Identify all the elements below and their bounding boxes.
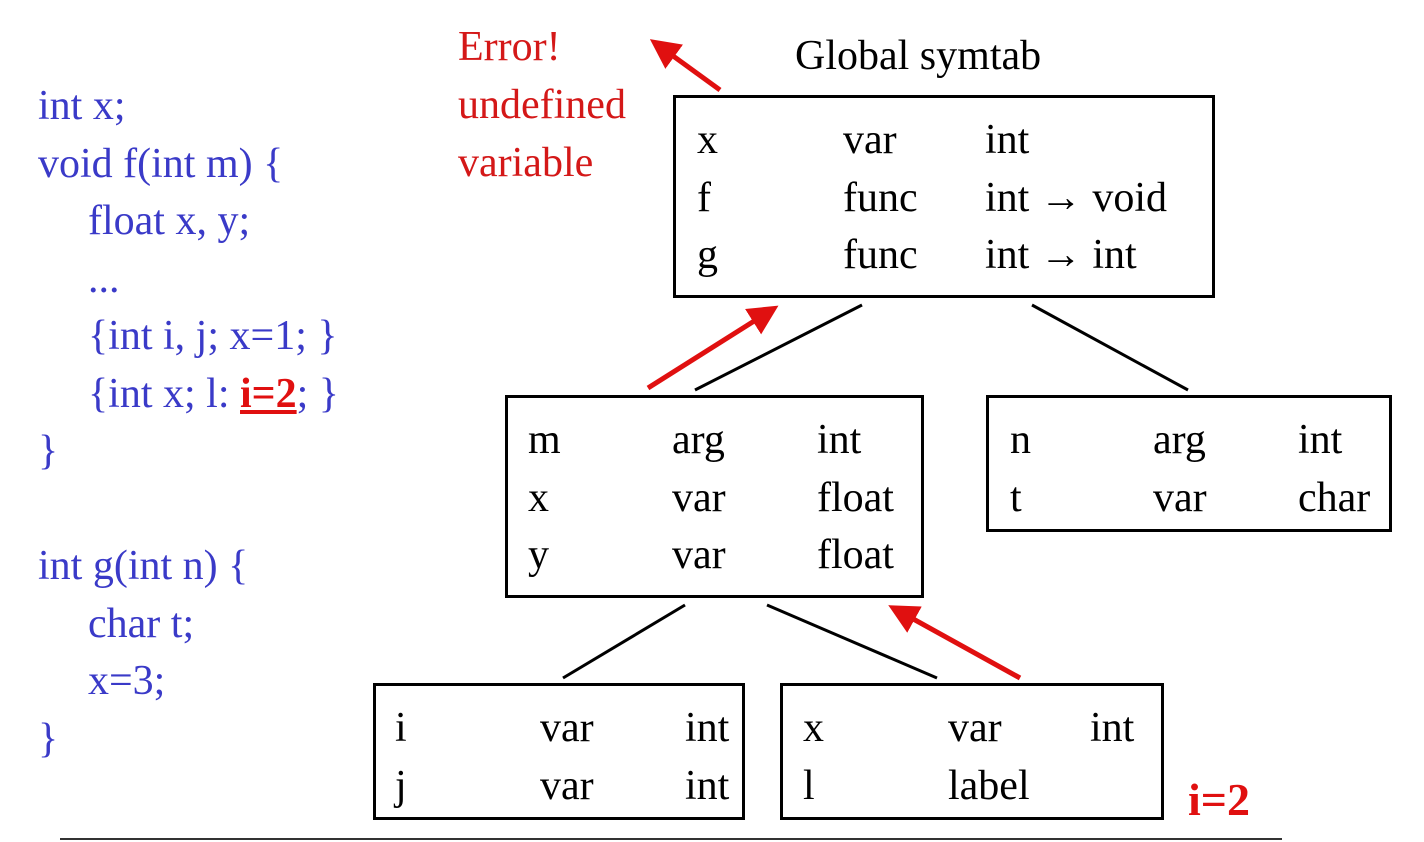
symbol-name: n — [1010, 417, 1031, 463]
symbol-kind: var — [672, 474, 726, 521]
code-line: void f(int m) { — [38, 140, 284, 187]
code-line: int g(int n) { — [38, 543, 249, 589]
symtab-row: t var char — [989, 469, 1389, 527]
source-code: int x; void f(int m) { float x, y; ... {… — [38, 78, 339, 768]
lookup-arrow-to-error — [649, 39, 722, 93]
symbol-kind: var — [843, 117, 897, 163]
symbol-name: x — [697, 117, 718, 163]
symbol-name: g — [697, 232, 718, 278]
divider — [60, 838, 1282, 840]
symbol-type: float — [817, 474, 894, 521]
edge-global-g — [1031, 303, 1189, 392]
symtab-block2: x var int l label — [780, 683, 1164, 820]
symbol-kind: var — [948, 705, 1002, 751]
code-line: float x, y; — [88, 198, 251, 244]
symbol-type: int — [685, 762, 730, 809]
error-line: variable — [458, 140, 594, 186]
symtab-block1: i var int j var int — [373, 683, 745, 820]
symtab-row: f func int → void — [676, 169, 1212, 227]
error-line: undefined — [458, 82, 626, 128]
symbol-kind: var — [540, 705, 594, 751]
symbol-name: f — [697, 174, 711, 221]
symtab-row: n arg int — [989, 411, 1389, 469]
symtab-row: i var int — [376, 699, 742, 757]
symtab-row: x var float — [508, 469, 921, 527]
error-note: Error! undefined variable — [458, 18, 626, 192]
code-line: ... — [88, 255, 120, 302]
code-line: char t; — [88, 600, 195, 647]
symbol-name: x — [803, 705, 824, 751]
edge-global-f — [694, 303, 863, 392]
symbol-name: x — [528, 474, 549, 521]
symbol-type: int → void — [985, 174, 1168, 221]
symbol-type: int — [985, 117, 1030, 163]
symtab-row: x var int — [783, 699, 1161, 757]
symbol-kind: var — [540, 762, 594, 809]
symbol-name: m — [528, 417, 561, 463]
symbol-type: float — [817, 532, 894, 578]
symtab-g-scope: n arg int t var char — [986, 395, 1392, 532]
symbol-type: int — [685, 705, 730, 751]
symbol-kind: label — [948, 762, 1030, 809]
code-line: int x; — [38, 83, 126, 129]
symbol-name: l — [803, 762, 815, 809]
code-line: {int x; l: i=2; } — [38, 366, 339, 424]
symtab-row: g func int → int — [676, 226, 1212, 284]
symtab-row: y var float — [508, 526, 921, 584]
code-fragment: {int x; l: — [88, 370, 241, 417]
edge-f-block2 — [766, 603, 938, 680]
error-statement: i=2 — [240, 370, 297, 417]
symtab-row: j var int — [376, 757, 742, 815]
symbol-kind: var — [672, 532, 726, 578]
symbol-kind: var — [1153, 474, 1207, 521]
code-line: } — [38, 715, 59, 762]
code-line: } — [38, 428, 59, 474]
lookup-arrow-to-global — [646, 305, 779, 391]
symbol-name: i — [395, 705, 407, 751]
global-symtab-title: Global symtab — [795, 33, 1042, 79]
symbol-kind: arg — [1153, 417, 1206, 463]
error-line: Error! — [458, 24, 561, 70]
code-fragment: ; } — [296, 370, 339, 417]
symbol-type: int — [1298, 417, 1343, 463]
symbol-type: int — [817, 417, 862, 463]
symbol-kind: func — [843, 232, 918, 278]
symtab-row: x var int — [676, 111, 1212, 169]
symtab-row: m arg int — [508, 411, 921, 469]
symtab-row: l label — [783, 757, 1161, 815]
lookup-arrow-to-f — [888, 605, 1022, 681]
symbol-type: char — [1298, 474, 1371, 521]
symbol-type: int → int — [985, 232, 1137, 278]
symtab-global: x var int f func int → void g func int → int — [673, 95, 1215, 298]
symbol-kind: func — [843, 174, 918, 221]
code-line: {int i, j; x=1; } — [88, 313, 338, 359]
symtab-f-scope: m arg int x var float y var float — [505, 395, 924, 598]
symbol-type: int — [1090, 705, 1135, 751]
edge-f-block1 — [562, 603, 686, 680]
code-line: x=3; — [88, 658, 166, 704]
symbol-name: y — [528, 532, 549, 578]
lookup-label: i=2 — [1188, 774, 1250, 825]
symbol-name: j — [395, 762, 407, 809]
symbol-name: t — [1010, 474, 1022, 521]
symbol-kind: arg — [672, 417, 725, 463]
